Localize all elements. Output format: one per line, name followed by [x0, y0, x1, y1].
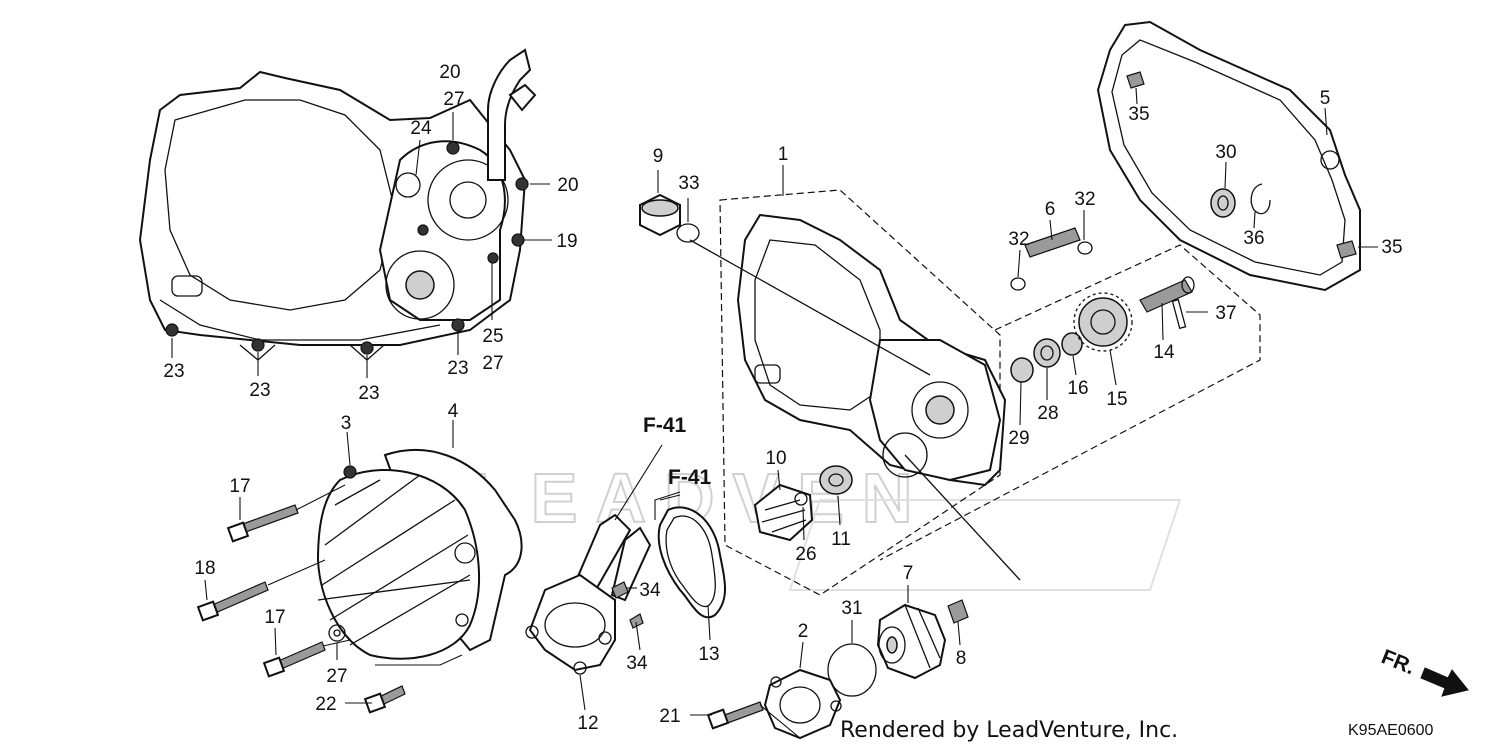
callout-11: 11: [831, 529, 851, 550]
reference-f41-lower[interactable]: F-41: [668, 466, 712, 489]
callout-leaders-top-left: [171, 112, 552, 378]
callout-5: 5: [1320, 88, 1331, 109]
callout-3: 3: [341, 413, 352, 434]
filler-cap-and-oring: [639, 170, 700, 243]
callout-15: 15: [1106, 389, 1127, 410]
callout-12: 12: [577, 713, 598, 734]
reference-f41-upper[interactable]: F-41: [643, 414, 687, 437]
callout-2: 2: [798, 621, 809, 642]
front-direction-indicator: FR.: [1378, 645, 1469, 697]
callout-18: 18: [194, 558, 215, 579]
callout-20-top: 20: [439, 62, 460, 83]
callout-30: 30: [1215, 142, 1236, 163]
water-pump-housing: [525, 506, 726, 675]
callout-23-c: 23: [358, 383, 379, 404]
callout-10: 10: [765, 448, 786, 469]
callout-34-bottom: 34: [626, 653, 648, 674]
cover-bolts: [196, 504, 406, 714]
impeller-and-seal: [753, 165, 853, 542]
callout-35-right: 35: [1381, 237, 1402, 258]
callout-28: 28: [1037, 403, 1058, 424]
callout-leaders-bottom-left: [204, 420, 454, 704]
callout-29: 29: [1008, 428, 1029, 449]
callout-6: 6: [1045, 199, 1056, 220]
callout-25: 25: [482, 326, 503, 347]
callout-1: 1: [778, 144, 789, 165]
callout-35-top: 35: [1128, 104, 1149, 125]
callout-22: 22: [315, 694, 336, 715]
callout-19: 19: [556, 231, 577, 252]
callout-labels: 20 27 24 20 19 25 27 23 23 23 23 3 4 17 …: [163, 62, 1402, 734]
callout-17-bottom: 17: [264, 607, 285, 628]
callout-32-right: 32: [1074, 189, 1095, 210]
render-credit: Rendered by LeadVenture, Inc.: [840, 718, 1179, 743]
callout-4: 4: [448, 401, 459, 422]
callout-16: 16: [1067, 378, 1088, 399]
callout-13: 13: [698, 644, 719, 665]
callout-23-d: 23: [447, 358, 468, 379]
diagram-code: K95AE0600: [1348, 722, 1434, 739]
callout-7: 7: [903, 563, 914, 584]
front-label: FR.: [1378, 645, 1418, 679]
callout-8: 8: [956, 648, 967, 669]
callout-20-right: 20: [557, 175, 578, 196]
callout-31: 31: [841, 598, 862, 619]
front-arrow-icon: [1420, 667, 1469, 697]
callout-27-mid: 27: [482, 353, 503, 374]
callout-32-left: 32: [1008, 229, 1029, 250]
callout-24: 24: [410, 118, 432, 139]
clutch-cover-assembly: [138, 48, 537, 361]
callout-27-top: 27: [443, 89, 464, 110]
oil-filter-assembly: [690, 585, 969, 740]
callout-23-b: 23: [249, 380, 270, 401]
callout-9: 9: [653, 146, 664, 167]
shaft-gear-assembly: [1010, 210, 1208, 426]
callout-34-top: 34: [639, 580, 661, 601]
callout-36: 36: [1243, 228, 1264, 249]
callout-37: 37: [1215, 303, 1236, 324]
crankcase-cover: [689, 189, 1261, 596]
callout-26: 26: [795, 544, 816, 565]
cover-gasket: [1096, 20, 1378, 292]
outer-cover-assembly: [316, 448, 523, 666]
callout-33: 33: [678, 173, 699, 194]
callout-leaders-water-pump: [579, 444, 711, 711]
callout-14: 14: [1153, 342, 1175, 363]
callout-27-bottom: 27: [326, 666, 347, 687]
callout-21: 21: [659, 706, 680, 727]
callout-23-a: 23: [163, 361, 184, 382]
callout-17-top: 17: [229, 476, 250, 497]
